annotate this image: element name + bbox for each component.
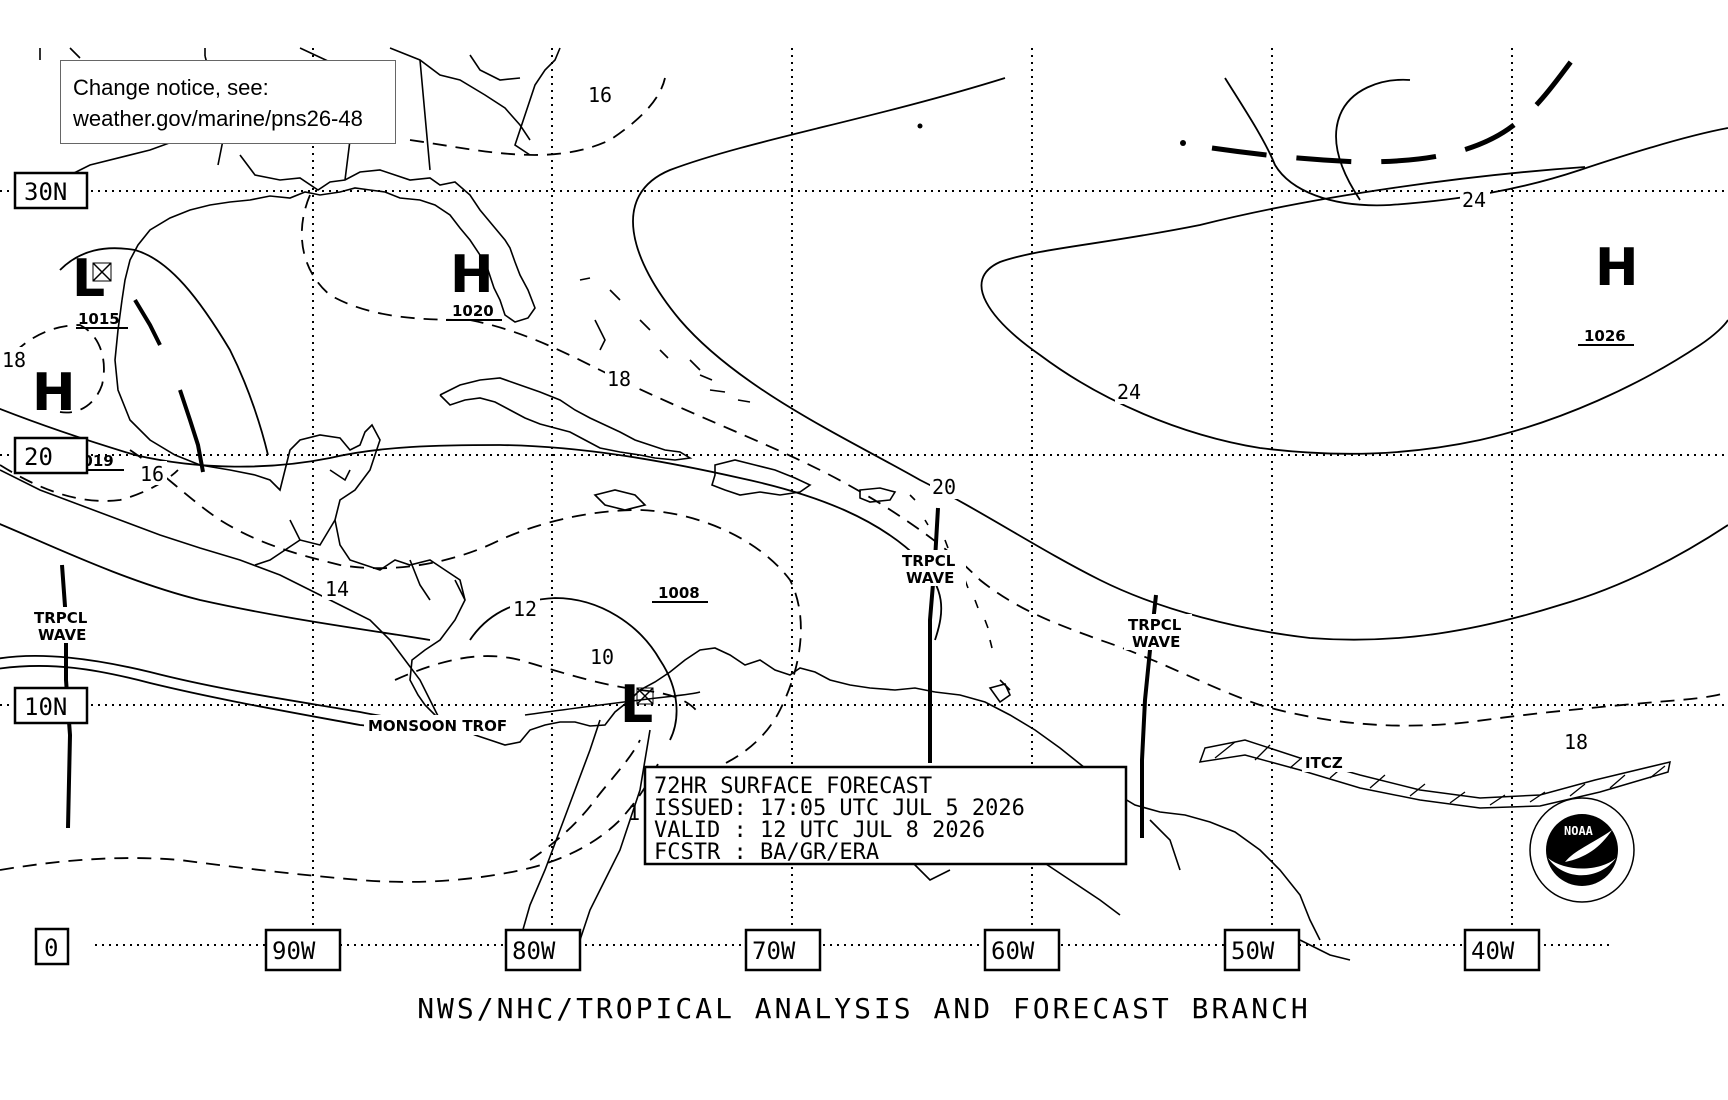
- front-dot: [917, 123, 923, 129]
- high-center-1020: H 1020: [446, 245, 502, 321]
- tropical-wave-label: WAVE: [906, 569, 954, 587]
- center-marker-icon: [636, 687, 654, 705]
- contour-label: 12: [513, 597, 537, 621]
- lon-label-60w: 60W: [991, 937, 1035, 965]
- lon-label-50w: 50W: [1231, 937, 1275, 965]
- contour-label: 1: [628, 801, 640, 825]
- us-east-coast: [469, 47, 561, 156]
- jamaica: [593, 489, 647, 511]
- contour-label: 18: [607, 367, 631, 391]
- tropical-wave-label: WAVE: [38, 626, 86, 644]
- feature-labels: TRPCL WAVE TRPCL WAVE TRPCL WAVE MONSOON…: [30, 550, 1352, 772]
- hispaniola: [711, 459, 812, 496]
- forecast-valid: VALID : 12 UTC JUL 8 2026: [654, 818, 985, 843]
- forecast-forecaster: FCSTR : BA/GR/ERA: [654, 840, 879, 865]
- us-gulf-coast: [39, 47, 536, 323]
- forecast-info-box: 72HR SURFACE FORECAST ISSUED: 17:05 UTC …: [643, 765, 1128, 866]
- contour-label: 18: [2, 348, 26, 372]
- monsoon-trough-line: [524, 691, 701, 716]
- mexico-pacific-coast: [0, 469, 441, 721]
- puerto-rico: [859, 487, 897, 503]
- lat-label-0: 0: [44, 934, 58, 962]
- tropical-wave-label: WAVE: [1132, 633, 1180, 651]
- lat-label-20: 20: [24, 443, 53, 471]
- change-notice-line1: Change notice, see:: [73, 75, 269, 100]
- contour-label: 20: [932, 475, 956, 499]
- noaa-logo-text: NOAA: [1564, 824, 1594, 838]
- low-symbol: L: [620, 675, 653, 735]
- lon-label-40w: 40W: [1471, 937, 1515, 965]
- high-symbol: H: [450, 245, 494, 305]
- pressure-value: 1026: [1584, 327, 1626, 345]
- lon-label-90w: 90W: [272, 937, 316, 965]
- lon-label-80w: 80W: [512, 937, 556, 965]
- center-marker-icon: [92, 262, 112, 282]
- itcz-band: [1198, 739, 1671, 809]
- high-symbol: H: [1595, 238, 1639, 298]
- latitude-labels: 30N 20 10N 0: [13, 171, 89, 966]
- pressure-value: 1020: [452, 302, 494, 320]
- bahamas: [579, 277, 751, 403]
- tropical-wave-label: TRPCL: [34, 609, 88, 627]
- low-center-1008: 1008 L: [620, 584, 708, 735]
- contour-label: 16: [140, 462, 164, 486]
- noaa-logo: NOAA: [1529, 797, 1635, 903]
- high-center-1026: H 1026: [1578, 238, 1639, 346]
- change-notice-link[interactable]: weather.gov/marine/pns26-48: [73, 106, 363, 131]
- contour-label: 14: [325, 577, 349, 601]
- cuba: [439, 377, 693, 461]
- lesser-antilles: [909, 494, 1011, 691]
- contour-label: 18: [1564, 730, 1588, 754]
- forecast-issued: ISSUED: 17:05 UTC JUL 5 2026: [654, 796, 1025, 821]
- contour-label: 24: [1117, 380, 1141, 404]
- high-symbol: H: [32, 363, 76, 423]
- lon-label-70w: 70W: [752, 937, 796, 965]
- pressure-value: 1015: [78, 310, 120, 328]
- lat-label-30n: 30N: [24, 178, 67, 206]
- lat-label-10n: 10N: [24, 693, 67, 721]
- central-america-lines: [254, 469, 466, 601]
- footer-branch-name: NWS/NHC/TROPICAL ANALYSIS AND FORECAST B…: [417, 992, 1311, 1025]
- trinidad: [988, 683, 1012, 704]
- itcz-label: ITCZ: [1305, 754, 1343, 772]
- longitude-labels: 90W 80W 70W 60W 50W 40W: [264, 928, 1541, 972]
- pressure-value: 1008: [658, 584, 700, 602]
- low-center-1015: L 1015: [72, 249, 128, 329]
- isobars: [0, 77, 1728, 741]
- low-symbol: L: [72, 249, 105, 309]
- contour-label: 10: [590, 645, 614, 669]
- cold-front: [1211, 48, 1582, 165]
- mexico-coast: [114, 299, 936, 746]
- monsoon-trough-label: MONSOON TROF: [368, 717, 507, 735]
- contour-label: 24: [1462, 188, 1486, 212]
- front-dot: [1180, 140, 1186, 146]
- south-america-coast: [519, 691, 1321, 941]
- forecast-title: 72HR SURFACE FORECAST: [654, 774, 932, 799]
- tropical-wave-label: TRPCL: [902, 552, 956, 570]
- contour-label: 16: [588, 83, 612, 107]
- change-notice: Change notice, see: weather.gov/marine/p…: [60, 60, 396, 144]
- tropical-wave-label: TRPCL: [1128, 616, 1182, 634]
- contour-labels: 16 18 16 14 12 10 1 18 20 24 24 18: [0, 82, 1592, 825]
